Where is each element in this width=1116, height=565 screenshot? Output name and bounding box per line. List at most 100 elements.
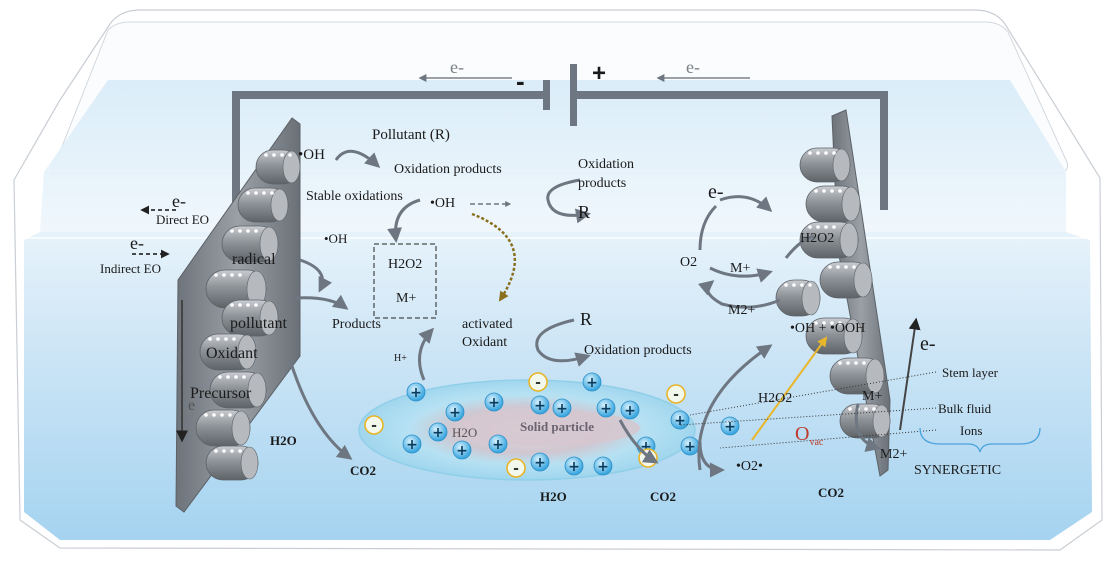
oxidation-products-label: Oxidation products (394, 162, 502, 177)
positive-ion-17: + (488, 434, 508, 454)
left-cylinders (195, 149, 301, 481)
o2-label: O2 (680, 255, 698, 270)
arrow-yellow (751, 336, 828, 441)
positive-ion-11: + (680, 436, 700, 456)
svg-text:+: + (568, 459, 580, 475)
left-cylinder-8 (205, 445, 259, 481)
negative-ion-1: - (528, 372, 548, 392)
co2-left-label: CO2 (350, 463, 376, 478)
circuit-wire-right (572, 91, 888, 210)
svg-text:-: - (371, 418, 377, 434)
svg-text:+: + (534, 398, 546, 414)
svg-text:+: + (449, 405, 461, 421)
right-cylinder-1 (805, 185, 861, 223)
h2o2-right-top: H2O2 (800, 231, 835, 246)
e-right-lower: e- (920, 333, 936, 355)
battery-plus-plate (570, 64, 577, 126)
positive-ion-2: + (452, 440, 472, 460)
oh-center-label: •OH (430, 196, 456, 211)
left-cylinder-4 (221, 299, 279, 337)
h-plus-label: H+ (394, 353, 407, 364)
electron-label-right: e- (686, 57, 700, 77)
r-mid-label: R (580, 309, 593, 329)
arrow-e-right (719, 195, 773, 213)
leader-bulk (679, 407, 937, 426)
positive-ion-13: + (564, 456, 584, 476)
indirect-eo-label: Indirect EO (100, 261, 162, 276)
oxidant-label: Oxidant (206, 345, 258, 362)
arrow-to-co2 (288, 359, 353, 460)
arrow-oh-to-oxidation (334, 149, 381, 169)
positive-ion-1: + (445, 402, 465, 422)
box-h2o2: H2O2 (388, 257, 423, 272)
e-left-plate: e (188, 397, 196, 414)
arrow-big-curve (697, 344, 773, 471)
battery-minus: - (516, 66, 525, 96)
arrow-oh-loop (387, 198, 421, 243)
h2o2-box (373, 243, 437, 319)
right-cylinders (775, 147, 891, 439)
left-cylinder-1 (237, 187, 289, 223)
svg-text:+: + (406, 437, 418, 453)
negative-ion-0: - (364, 415, 384, 435)
m2-plus-low: M2+ (880, 447, 908, 462)
svg-text:+: + (674, 413, 686, 429)
leader-ions (719, 429, 937, 449)
m2-plus-right: M2+ (728, 303, 756, 318)
stem-layer-label: Stem layer (942, 365, 998, 380)
left-cylinder-5 (199, 333, 257, 371)
arrow-m-cycle-top (709, 266, 773, 283)
svg-text:+: + (556, 401, 568, 417)
positive-ion-10: + (670, 410, 690, 430)
positive-ion-5: + (552, 398, 572, 418)
svg-text:+: + (597, 459, 609, 475)
right-cylinder-7 (839, 403, 891, 439)
positive-ion-0: + (406, 382, 426, 402)
svg-text:-: - (513, 461, 519, 477)
svg-text:+: + (724, 419, 736, 435)
e-indirect: e- (130, 233, 144, 253)
e-right-upper: e- (708, 181, 724, 203)
arrow-m2-to-plate (784, 234, 815, 259)
oxidation-products-mid: Oxidation products (584, 343, 692, 358)
right-cylinder-0 (799, 147, 851, 183)
positive-ion-8: + (620, 400, 640, 420)
arrow-to-co2-mid (618, 419, 659, 464)
m-plus-low: M+ (862, 389, 883, 404)
oxidant-center-label: Oxidant (462, 335, 508, 350)
pollutant-label: pollutant (230, 315, 287, 332)
h2o2-right-mid: H2O2 (758, 391, 793, 406)
oh-ooh-label: •OH + •OOH (790, 321, 866, 336)
left-cylinder-0 (255, 149, 301, 185)
positive-ion-16: + (428, 422, 448, 442)
precursor-label: Precursor (190, 385, 252, 402)
o-vac-letter: O (795, 423, 810, 445)
box-m-plus: M+ (396, 291, 417, 306)
pollutant-r-label: Pollutant (R) (372, 127, 450, 143)
positive-ion-4: + (530, 395, 550, 415)
products-top-label: products (578, 176, 627, 191)
positive-ion-6: + (582, 372, 602, 392)
positive-ion-18: + (720, 416, 740, 436)
h2o-bottom-label: H2O (540, 489, 567, 504)
arrow-m-cycle-bottom (697, 280, 781, 309)
positive-ion-14: + (593, 456, 613, 476)
electron-label-left: e- (450, 57, 464, 77)
left-cylinder-7 (195, 409, 251, 447)
negative-ion-2: - (506, 458, 526, 478)
svg-text:+: + (456, 443, 468, 459)
positive-ion-12: + (530, 452, 550, 472)
arrow-plate-loop-right (854, 403, 881, 452)
co2-right-label: CO2 (818, 485, 844, 500)
positive-ion-15: + (402, 434, 422, 454)
synergetic-bracket (919, 427, 1041, 453)
arrow-o2-radical (698, 441, 725, 478)
oh-top-label: •OH (298, 147, 325, 163)
arrow-r-upper (546, 178, 591, 224)
left-cylinder-3 (205, 269, 267, 309)
right-cylinder-2 (799, 221, 859, 259)
positive-ion-7: + (596, 398, 616, 418)
o-vac-sub: vac (809, 437, 824, 448)
